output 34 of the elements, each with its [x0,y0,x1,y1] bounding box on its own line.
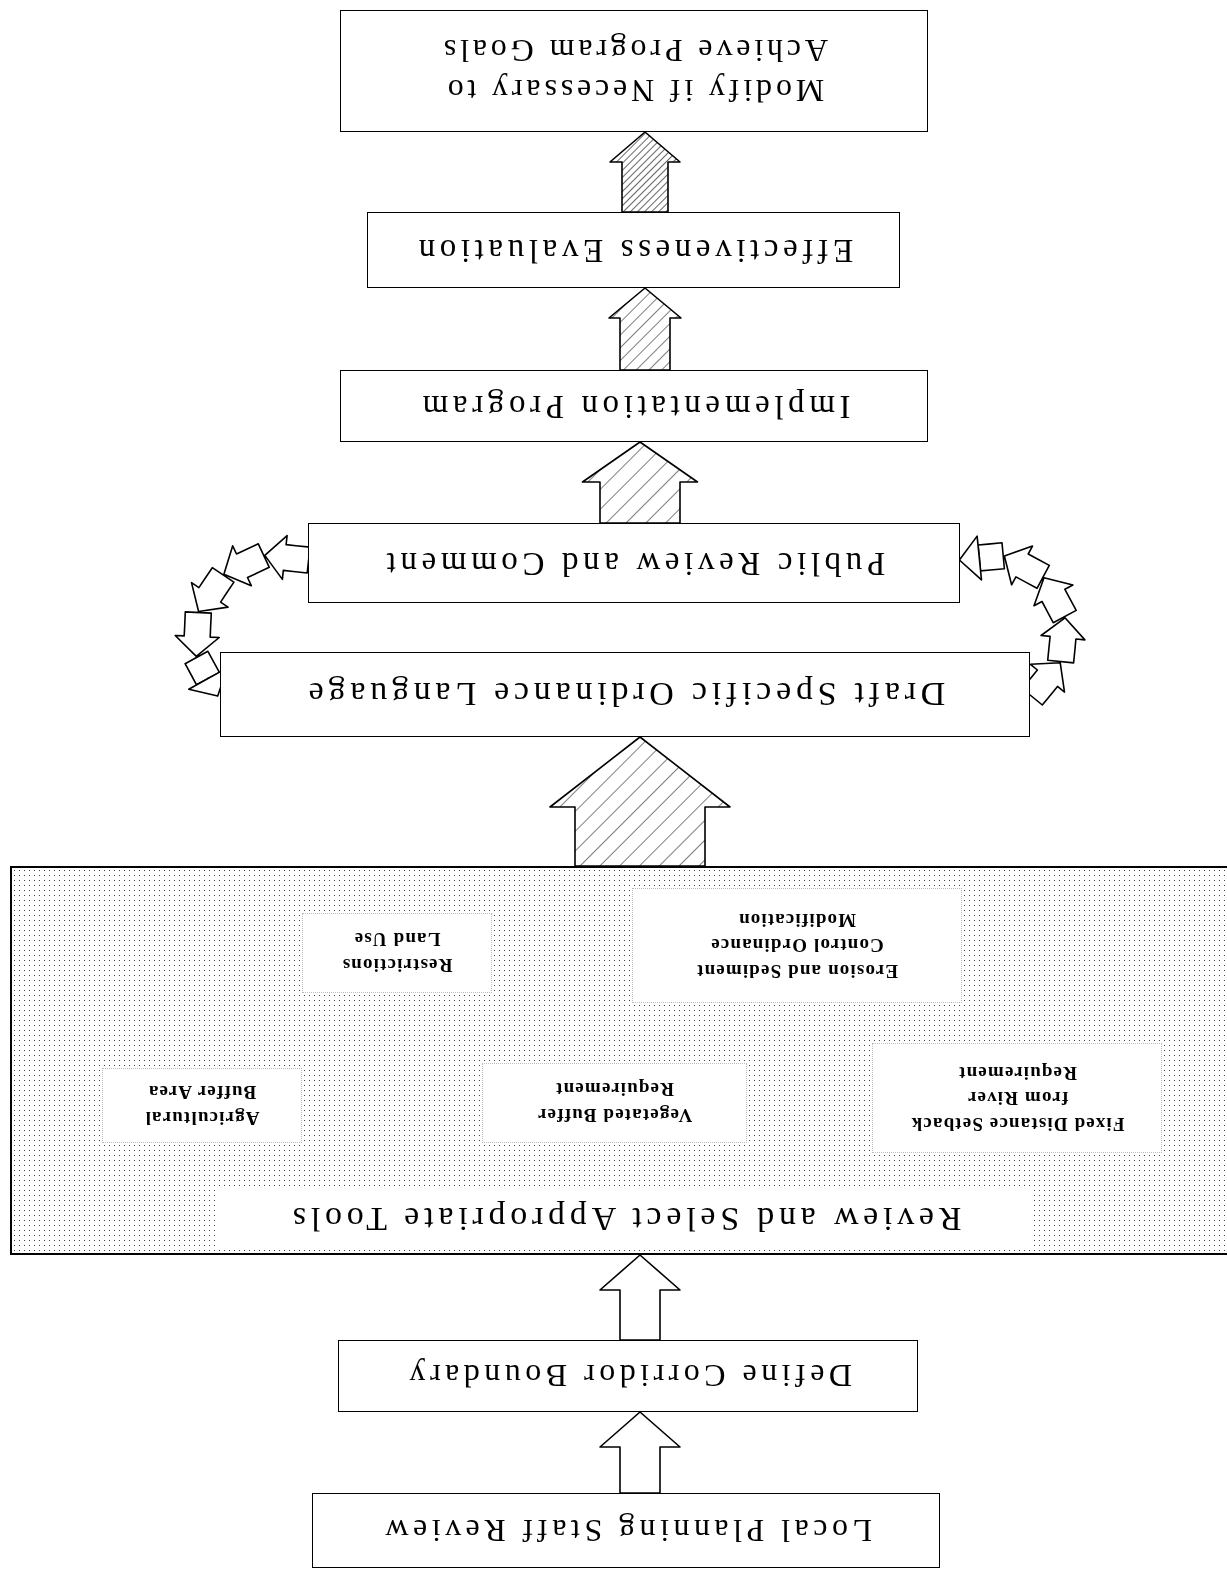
box-label: Modify if Necessary to Achieve Program Goals [438,32,830,111]
box-label: Draft Specific Ordinance Language [304,675,946,715]
process-box [308,523,960,603]
process-box [312,1493,940,1568]
panel-title: Review and Select Appropriate Tools [287,1199,962,1240]
tool-label: Agricultural Buffer Area [143,1081,261,1132]
tool-label: Vegetated Buffer Requirement [535,1078,694,1129]
tool-option [102,1068,302,1143]
block-arrow [549,736,731,867]
box-label: Public Review and Comment [382,544,886,584]
cycle-arrows [958,535,1086,706]
box-label: Effectiveness Evaluation [413,231,854,271]
tool-label: Restrictions Land Use [340,929,454,979]
block-arrow [609,131,681,213]
process-box [367,212,900,288]
tool-label: Fixed Distance Setback from River Requirement [909,1061,1125,1137]
tool-option [482,1063,747,1143]
block-arrow [608,287,682,371]
process-box [340,370,928,442]
tool-option [632,888,962,1003]
block-arrow [599,1254,681,1341]
process-box [340,10,928,132]
box-label: Implementation Program [417,387,851,427]
tool-option [872,1043,1162,1153]
box-label: Local Planning Staff Review [380,1511,872,1551]
box-label: Define Corridor Boundary [404,1357,852,1396]
tools-panel [10,866,1227,1255]
block-arrow [581,441,699,524]
tool-option [302,913,492,993]
process-box [220,652,1030,737]
process-box [338,1340,918,1412]
cycle-arrows [174,534,311,697]
block-arrow [599,1411,681,1494]
tool-label: Erosion and Sediment Control Ordinance Modification [695,908,899,984]
